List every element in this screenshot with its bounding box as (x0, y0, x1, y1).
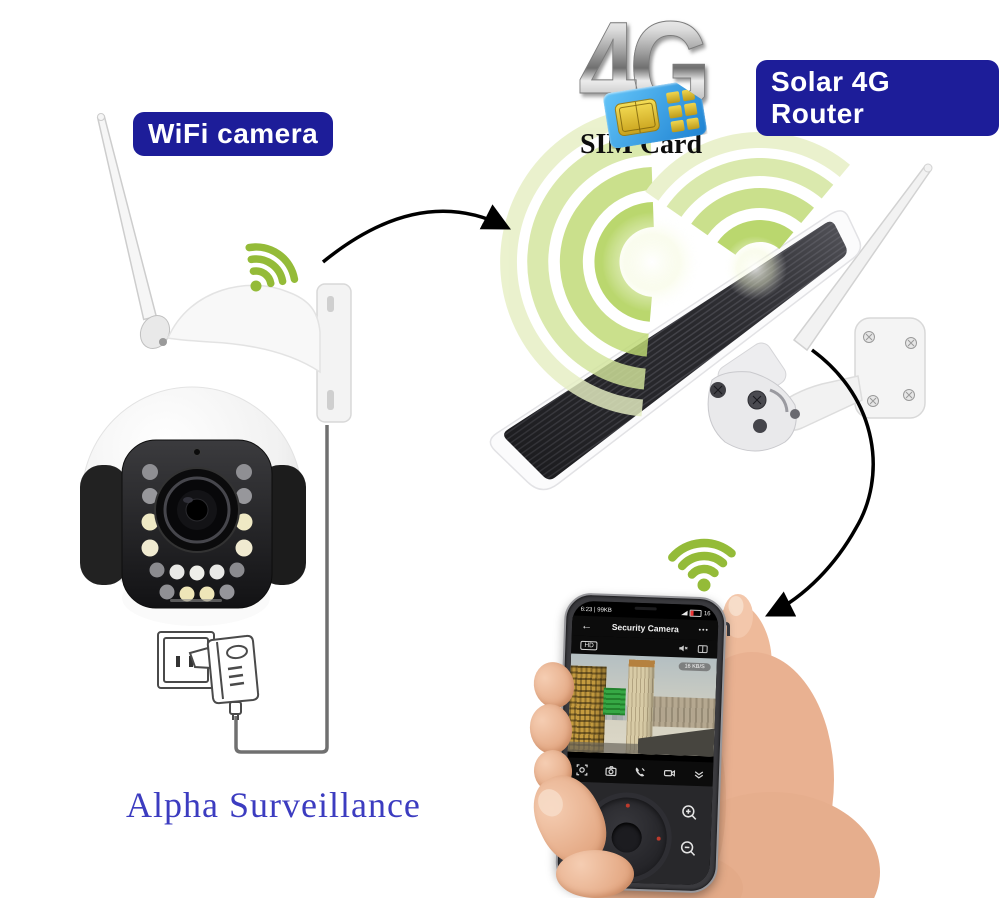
battery-percent: 16 (703, 610, 711, 617)
record-icon[interactable] (662, 767, 675, 779)
camera-left-cap (80, 465, 128, 585)
split-screen-icon[interactable] (697, 644, 708, 654)
hd-quality-badge[interactable]: HD (580, 640, 598, 650)
wifi-icon (668, 538, 736, 592)
sim-chip-icon (614, 98, 661, 137)
app-title: Security Camera (611, 621, 680, 635)
phone-notch (610, 601, 681, 617)
smartphone: 6:23 | 99KB 16 ← Security Camera ••• HD (554, 592, 728, 894)
brand-name: Alpha Surveillance (126, 785, 421, 825)
building (652, 696, 716, 729)
arrow-camera-to-router (321, 204, 511, 264)
snapshot-icon[interactable] (604, 765, 617, 777)
ptz-control-panel (563, 781, 713, 886)
router-antenna-icon (792, 163, 933, 352)
wifi-camera (80, 113, 352, 754)
phone-screen: 6:23 | 99KB 16 ← Security Camera ••• HD (563, 600, 719, 886)
building (567, 665, 607, 753)
zoom-in-button[interactable] (680, 803, 699, 822)
panel-hinge (707, 342, 800, 452)
joystick-knob[interactable] (611, 822, 643, 854)
building (602, 687, 626, 716)
viewfinder-icon[interactable] (575, 764, 588, 776)
wifi-icon (245, 243, 299, 292)
solar-router (489, 107, 933, 491)
collapse-icon[interactable] (692, 768, 704, 780)
signal-icon (681, 610, 688, 615)
camera-antenna-icon (96, 113, 171, 350)
bitrate-badge: 16 KB/S (678, 662, 711, 672)
solar-router-label: Solar 4G Router (756, 60, 999, 136)
sim-contacts-icon (666, 89, 700, 133)
arrow-router-to-phone (764, 348, 875, 617)
power-adapter-drawing (157, 631, 260, 720)
battery-icon (689, 609, 702, 618)
router-wall-bracket (771, 317, 926, 431)
status-time: 6:23 | 99KB (580, 606, 612, 614)
wifi-camera-label: WiFi camera (133, 112, 334, 156)
more-menu-button[interactable]: ••• (698, 626, 710, 634)
back-button[interactable]: ← (580, 619, 593, 633)
action-icon-row (566, 757, 714, 787)
talk-icon[interactable] (633, 766, 645, 778)
knuckle (556, 850, 634, 898)
mute-speaker-icon[interactable] (678, 643, 688, 653)
ir-led-array (141, 464, 253, 602)
signal-waves-icon (500, 107, 850, 417)
zoom-out-button[interactable] (679, 839, 698, 858)
power-cable (234, 425, 329, 754)
live-video-feed[interactable]: 16 KB/S (567, 653, 717, 757)
video-toolbar: HD (571, 635, 718, 659)
camera-lens (154, 467, 240, 553)
camera-arm (166, 284, 321, 374)
